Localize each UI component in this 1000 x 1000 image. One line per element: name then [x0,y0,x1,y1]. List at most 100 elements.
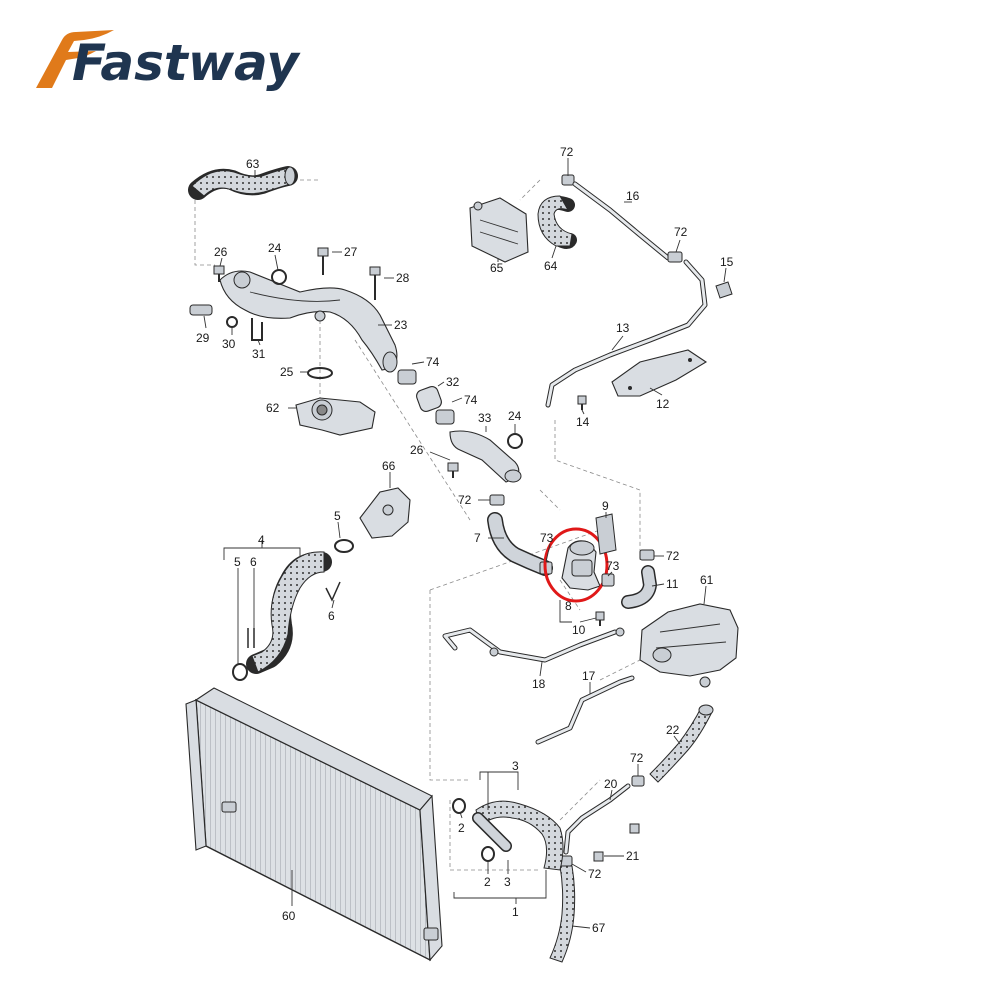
label-24: 24 [508,409,522,423]
label-31: 31 [252,347,266,361]
part-14-bolt[interactable] [577,395,587,410]
part-29-sensor[interactable] [189,304,213,316]
logo-swoosh [36,30,114,88]
label-29: 29 [196,331,210,345]
label-61: 61 [700,573,714,587]
label-14: 14 [576,415,590,429]
fastway-logo: Fastway [36,30,301,92]
part-18-bleed-pipe[interactable] [442,627,625,663]
part-63-hose[interactable] [188,166,298,200]
part-72-clamp-a[interactable] [561,174,575,186]
part-73-clamp-b[interactable] [601,573,615,587]
part-26-bolt-b[interactable] [447,462,459,478]
label-15: 15 [720,255,734,269]
part-60-radiator[interactable] [185,687,443,962]
part-16-pipe[interactable] [572,181,671,261]
part-21-bolt-a[interactable] [629,823,640,834]
part-31-clip[interactable] [251,318,263,341]
part-27-bolt[interactable] [317,247,329,275]
label-10: 10 [572,623,586,637]
part-24-oring-b[interactable] [507,433,523,449]
part-64-hose[interactable] [537,195,577,249]
label-26: 26 [410,443,424,457]
part-13-pipe[interactable] [545,259,708,408]
label-12: 12 [656,397,670,411]
label-26: 26 [214,245,228,259]
part-2-oring-b[interactable] [481,846,495,862]
label-72: 72 [666,549,680,563]
highlight-circle [543,527,609,603]
label-72: 72 [560,145,574,159]
part-61-expansion-tank[interactable] [639,603,739,688]
label-74: 74 [464,393,478,407]
label-72: 72 [588,867,602,881]
label-3: 3 [504,875,511,889]
part-72-clamp-c[interactable] [489,494,505,506]
part-28-bolt[interactable] [369,266,381,300]
part-10-bolt[interactable] [595,611,605,626]
label-66: 66 [382,459,396,473]
leader-lines [203,158,727,929]
label-24: 24 [268,241,282,255]
label-27: 27 [344,245,358,259]
part-24-oring-a[interactable] [271,269,287,285]
label-67: 67 [592,921,606,935]
label-60: 60 [282,909,296,923]
part-2-oring-a[interactable] [452,798,466,814]
part-66-connection-flange[interactable] [359,487,411,539]
part-4-radiator-hose[interactable] [246,551,332,674]
part-74-clamp-a[interactable] [397,369,417,385]
label-32: 32 [446,375,460,389]
part-26-bolt-a[interactable] [213,265,225,282]
label-73: 73 [606,559,620,573]
label-5: 5 [234,555,241,569]
part-22-hose[interactable] [649,704,714,783]
part-74-clamp-b[interactable] [435,409,455,425]
part-8-thermostat-housing[interactable] [561,540,601,591]
part-17-pipe[interactable] [535,675,635,745]
label-8: 8 [565,599,572,613]
label-2: 2 [484,875,491,889]
label-2: 2 [458,821,465,835]
label-64: 64 [544,259,558,273]
part-72-clamp-e[interactable] [631,775,645,787]
part-9-gasket[interactable] [595,513,617,555]
part-33-elbow-connector[interactable] [449,430,522,483]
part-62-water-pump[interactable] [295,397,376,436]
part-6-clip-b[interactable] [325,581,341,602]
part-72-clamp-d[interactable] [639,549,655,561]
part-15-clip[interactable] [715,281,733,299]
part-7-hose[interactable] [487,512,553,576]
label-4: 4 [258,533,265,547]
part-23-coolant-pipe[interactable] [219,270,398,373]
part-3-lower-hose[interactable] [472,800,564,871]
label-18: 18 [532,677,546,691]
label-72: 72 [458,493,472,507]
label-33: 33 [478,411,492,425]
label-30: 30 [222,337,236,351]
part-11-hose[interactable] [621,565,657,609]
part-65-oil-cooler[interactable] [469,197,529,263]
label-25: 25 [280,365,294,379]
label-63: 63 [246,157,260,171]
logo-text: Fastway [72,34,301,92]
label-72: 72 [674,225,688,239]
part-6-clip-a[interactable] [247,628,255,648]
part-32-connector[interactable] [415,385,443,413]
part-25-oring[interactable] [307,367,333,379]
part-12-heat-shield[interactable] [611,349,708,397]
label-16: 16 [626,189,640,203]
label-62: 62 [266,401,280,415]
label-23: 23 [394,318,408,332]
part-labels: 63 72 16 72 15 65 64 26 24 27 28 23 29 3… [196,145,734,935]
reference-lines [194,179,641,871]
part-5-oring-b[interactable] [232,663,248,681]
label-7: 7 [474,531,481,545]
part-21-bolt-b[interactable] [593,851,604,862]
label-72: 72 [630,751,644,765]
part-20-pipe[interactable] [563,783,631,855]
part-30-oring[interactable] [226,316,238,328]
part-67-hose[interactable] [549,865,576,963]
part-72-clamp-b[interactable] [667,251,683,263]
part-5-oring-a[interactable] [334,539,354,553]
